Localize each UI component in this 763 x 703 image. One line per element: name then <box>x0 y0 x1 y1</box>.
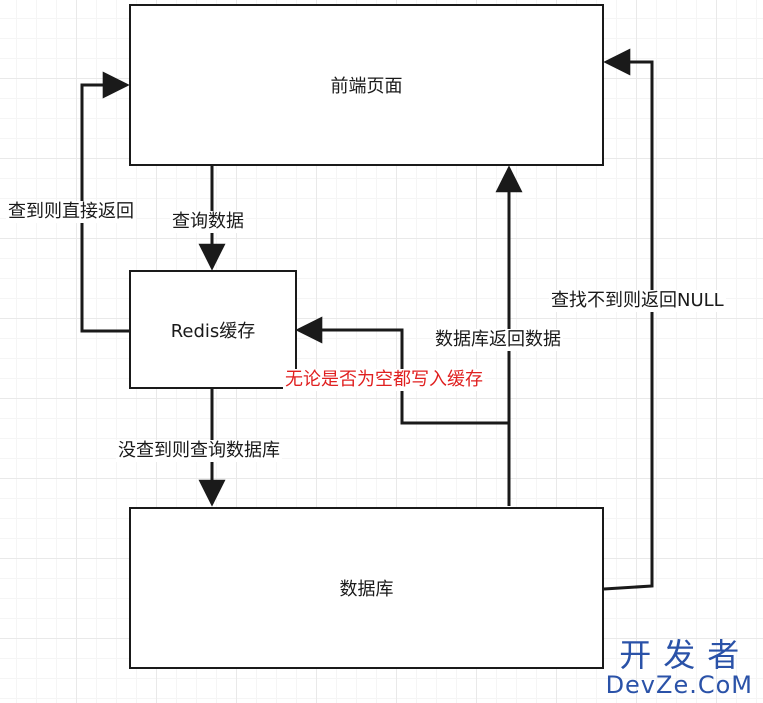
label-query-data: 查询数据 <box>170 211 246 233</box>
label-found-return: 查到则直接返回 <box>6 201 136 223</box>
label-db-return-data: 数据库返回数据 <box>433 329 563 351</box>
node-database: 数据库 <box>129 507 604 669</box>
node-frontend-label: 前端页面 <box>330 76 403 97</box>
node-frontend-page: 前端页面 <box>129 4 604 166</box>
node-redis-label: Redis缓存 <box>170 320 256 342</box>
label-miss-query-db: 没查到则查询数据库 <box>116 440 282 462</box>
watermark-cn: 开发者 <box>619 636 752 674</box>
node-database-label: 数据库 <box>339 579 394 600</box>
node-redis-cache: Redis缓存 <box>129 270 297 389</box>
label-write-cache-always: 无论是否为空都写入缓存 <box>283 369 485 391</box>
watermark-en: DevZe.CoM <box>605 671 753 699</box>
edge-not-found-null <box>603 48 654 591</box>
label-not-found-null: 查找不到则返回NULL <box>549 290 726 312</box>
watermark-logo: 开发者 DevZe.CoM <box>606 639 753 697</box>
